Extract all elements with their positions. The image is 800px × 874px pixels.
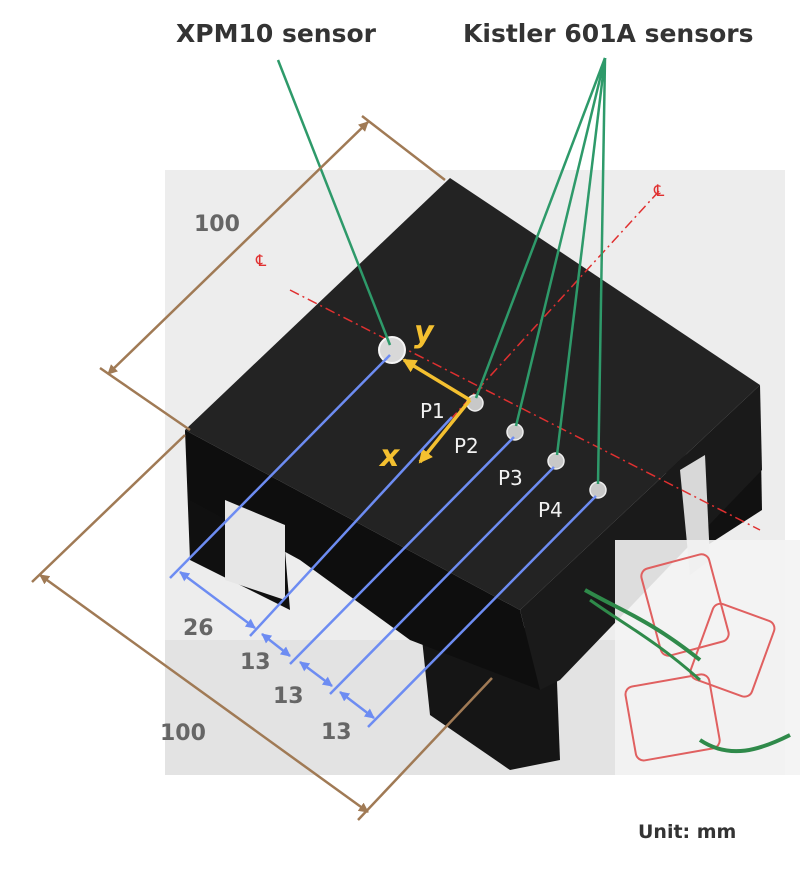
kistler-sensor-p2 bbox=[506, 423, 524, 441]
kistler-sensor-p4 bbox=[589, 481, 607, 499]
point-label-p4: P4 bbox=[538, 498, 563, 522]
xpm10-sensor-disc bbox=[378, 336, 406, 364]
y-axis-label: y bbox=[414, 315, 435, 350]
sensor-packages bbox=[584, 540, 800, 775]
leader-p3 bbox=[555, 57, 607, 456]
dimension-13b-label: 13 bbox=[273, 684, 304, 709]
dimension-top-side bbox=[99, 115, 446, 432]
dim-arrow-13b bbox=[299, 661, 333, 687]
blue-projection-lines bbox=[169, 354, 597, 728]
x-axis-arrow bbox=[418, 398, 472, 464]
xpm10-sensor-label: XPM10 sensor bbox=[176, 19, 377, 48]
dimension-top-side-label: 100 bbox=[194, 212, 240, 237]
dimension-13c-label: 13 bbox=[321, 720, 352, 745]
centerline-symbol-left: ℄ bbox=[255, 251, 267, 270]
point-label-p3: P3 bbox=[498, 466, 523, 490]
centerline-cross bbox=[449, 189, 661, 421]
y-axis-arrow bbox=[402, 358, 471, 402]
black-fixture-block bbox=[185, 178, 762, 770]
front-face bbox=[185, 430, 540, 690]
x-axis-label: x bbox=[378, 439, 401, 474]
leader-p4 bbox=[596, 57, 607, 485]
kistler-sensors-label: Kistler 601A sensors bbox=[463, 19, 753, 48]
dimension-26-label: 26 bbox=[183, 616, 214, 641]
point-label-p2: P2 bbox=[454, 434, 479, 458]
kistler-sensor-p3 bbox=[547, 452, 565, 470]
dimension-front-side bbox=[31, 434, 493, 821]
dim-arrow-26 bbox=[179, 570, 256, 630]
unit-label: Unit: mm bbox=[638, 821, 736, 843]
centerline-symbol-right: ℄ bbox=[653, 181, 665, 200]
dim-arrow-13a bbox=[261, 633, 291, 657]
leader-p2 bbox=[514, 57, 607, 427]
dimension-13a-label: 13 bbox=[240, 650, 271, 675]
top-face bbox=[185, 178, 760, 610]
blue-dimension-arrows bbox=[179, 570, 375, 719]
dim-arrow-13c bbox=[339, 691, 375, 719]
point-label-p1: P1 bbox=[420, 399, 445, 423]
dimension-front-side-label: 100 bbox=[160, 721, 206, 746]
leader-p1 bbox=[474, 57, 607, 399]
